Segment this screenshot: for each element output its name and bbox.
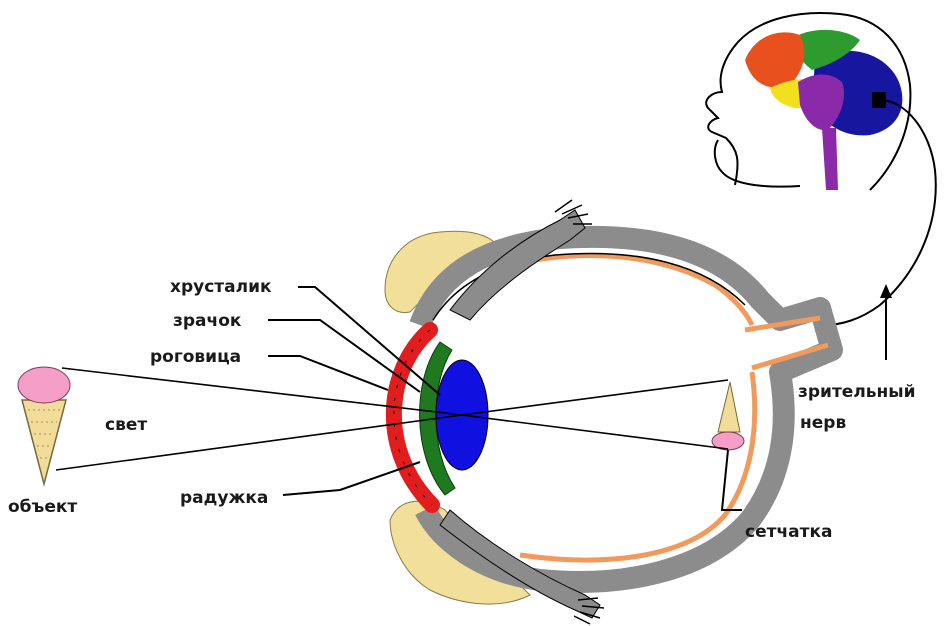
label-retina: сетчатка: [745, 522, 832, 542]
label-lens: хрусталик: [170, 277, 272, 297]
optic-nerve-pointer-arrowhead: [880, 284, 892, 298]
label-optic-nerve-2: нерв: [800, 413, 846, 433]
choroid: [500, 255, 755, 560]
brain-frontal-lobe: [745, 32, 804, 87]
retina-image-cone: [718, 382, 740, 432]
chin-outline: [715, 140, 800, 187]
label-optic-nerve-1: зрительный: [798, 382, 916, 402]
cornea-pointer: [268, 356, 388, 390]
optic-nerve-knot: [872, 92, 886, 108]
label-iris: радужка: [180, 488, 268, 508]
eye-cross-section-icon: [394, 200, 832, 624]
brain-stem: [822, 128, 838, 190]
label-light: свет: [105, 415, 147, 435]
ice-cream-cone: [22, 400, 66, 484]
optic-pathway: [825, 100, 936, 325]
label-object: объект: [8, 497, 77, 517]
label-cornea: роговица: [150, 347, 241, 367]
retina-image: [712, 382, 744, 450]
label-pupil: зрачок: [173, 311, 242, 331]
ice-cream-icon: [18, 367, 70, 484]
ice-cream-scoop: [18, 367, 70, 403]
